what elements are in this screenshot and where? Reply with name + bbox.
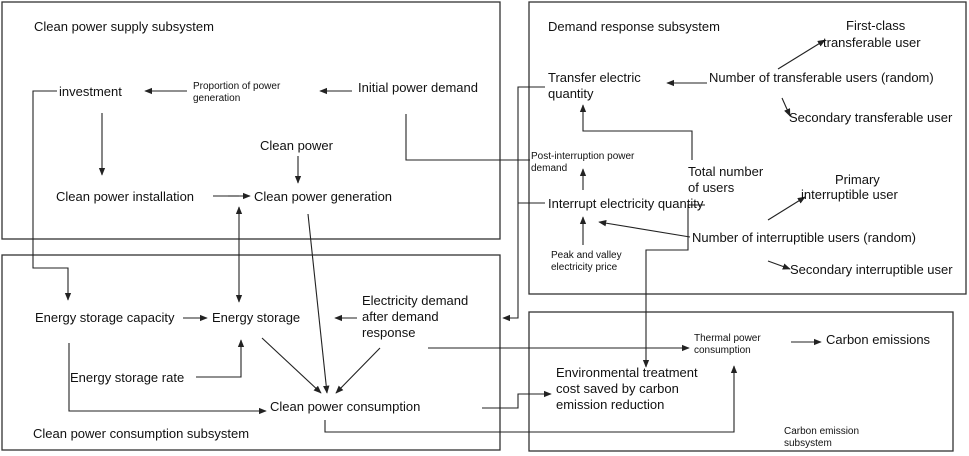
- node-proportion-line1: Proportion of power: [193, 81, 281, 92]
- node-storage-capacity: Energy storage capacity: [35, 310, 175, 325]
- node-env-cost-line1: Environmental treatment: [556, 365, 698, 380]
- node-first-class-line2: transferable user: [823, 35, 921, 50]
- edge-num-transferable-to-secondary-transferable: [781, 97, 791, 117]
- edge-total-users-to-thermal: [642, 204, 705, 368]
- node-post-interruption-line2: demand: [531, 163, 567, 174]
- node-transfer-qty-line2: quantity: [548, 86, 594, 101]
- node-demand-after-line2: after demand: [362, 309, 439, 324]
- edge-storage-to-consumption: [261, 337, 322, 394]
- node-energy-storage: Energy storage: [212, 310, 300, 325]
- node-env-cost-line2: cost saved by carbon: [556, 381, 679, 396]
- supply-subsystem-title: Clean power supply subsystem: [34, 19, 214, 34]
- node-transfer-qty-line1: Transfer electric: [548, 70, 641, 85]
- supply-subsystem-box: [1, 1, 501, 240]
- node-secondary-interruptible: Secondary interruptible user: [790, 262, 953, 277]
- edge-investment-to-storage-capacity: [32, 90, 72, 301]
- node-demand-after-line1: Electricity demand: [362, 293, 468, 308]
- edge-num-interruptible-to-secondary-interruptible: [767, 260, 791, 270]
- edge-initial-demand-to-post-interruption: [405, 114, 530, 161]
- node-interrupt-qty: Interrupt electricity quantity: [548, 196, 704, 211]
- edge-consumption-to-env-cost: [482, 390, 552, 409]
- edge-storage-capacity-to-consumption: [68, 343, 267, 415]
- node-peak-valley-line1: Peak and valley: [551, 250, 622, 261]
- edge-num-transferable-to-first-class: [777, 39, 826, 70]
- edge-num-interruptible-to-primary: [767, 196, 806, 221]
- node-thermal-line2: consumption: [694, 345, 751, 356]
- carbon-subsystem-box: [528, 311, 954, 452]
- edge-demand-after-to-consumption: [335, 347, 381, 394]
- consumption-subsystem-title: Clean power consumption subsystem: [33, 426, 249, 441]
- carbon-subsystem-title-line2: subsystem: [784, 438, 832, 449]
- node-first-class-line1: First-class: [846, 18, 906, 33]
- node-num-interruptible: Number of interruptible users (random): [692, 230, 916, 245]
- node-primary-interruptible-line2: interruptible user: [801, 187, 898, 202]
- node-generation: Clean power generation: [254, 189, 392, 204]
- node-clean-power: Clean power: [260, 138, 334, 153]
- node-num-transferable: Number of transferable users (random): [709, 70, 934, 85]
- node-secondary-transferable: Secondary transferable user: [789, 110, 953, 125]
- node-storage-rate: Energy storage rate: [70, 370, 184, 385]
- node-installation: Clean power installation: [56, 189, 194, 204]
- node-total-users-line1: Total number: [688, 164, 764, 179]
- node-env-cost-line3: emission reduction: [556, 397, 664, 412]
- node-carbon-emissions: Carbon emissions: [826, 332, 931, 347]
- node-peak-valley-line2: electricity price: [551, 262, 618, 273]
- node-proportion-line2: generation: [193, 93, 240, 104]
- node-initial-demand: Initial power demand: [358, 80, 478, 95]
- node-demand-after-line3: response: [362, 325, 415, 340]
- demand-subsystem-box: [528, 1, 967, 295]
- node-primary-interruptible-line1: Primary: [835, 172, 880, 187]
- node-investment: investment: [59, 84, 122, 99]
- node-total-users-line2: of users: [688, 180, 735, 195]
- edge-num-interruptible-to-interrupt-qty: [598, 220, 691, 238]
- node-thermal-line1: Thermal power: [694, 333, 761, 344]
- edges: [32, 39, 826, 433]
- edge-storage-rate-to-storage: [196, 339, 245, 378]
- node-post-interruption-line1: Post-interruption power: [531, 151, 635, 162]
- consumption-subsystem-box: [1, 254, 501, 451]
- demand-subsystem-title: Demand response subsystem: [548, 19, 720, 34]
- carbon-subsystem-title-line1: Carbon emission: [784, 426, 859, 437]
- edge-consumption-to-thermal: [324, 365, 738, 433]
- edge-generation-to-consumption: [307, 213, 330, 394]
- edge-total-users-to-transfer-qty: [579, 104, 693, 160]
- node-clean-consumption: Clean power consumption: [270, 399, 420, 414]
